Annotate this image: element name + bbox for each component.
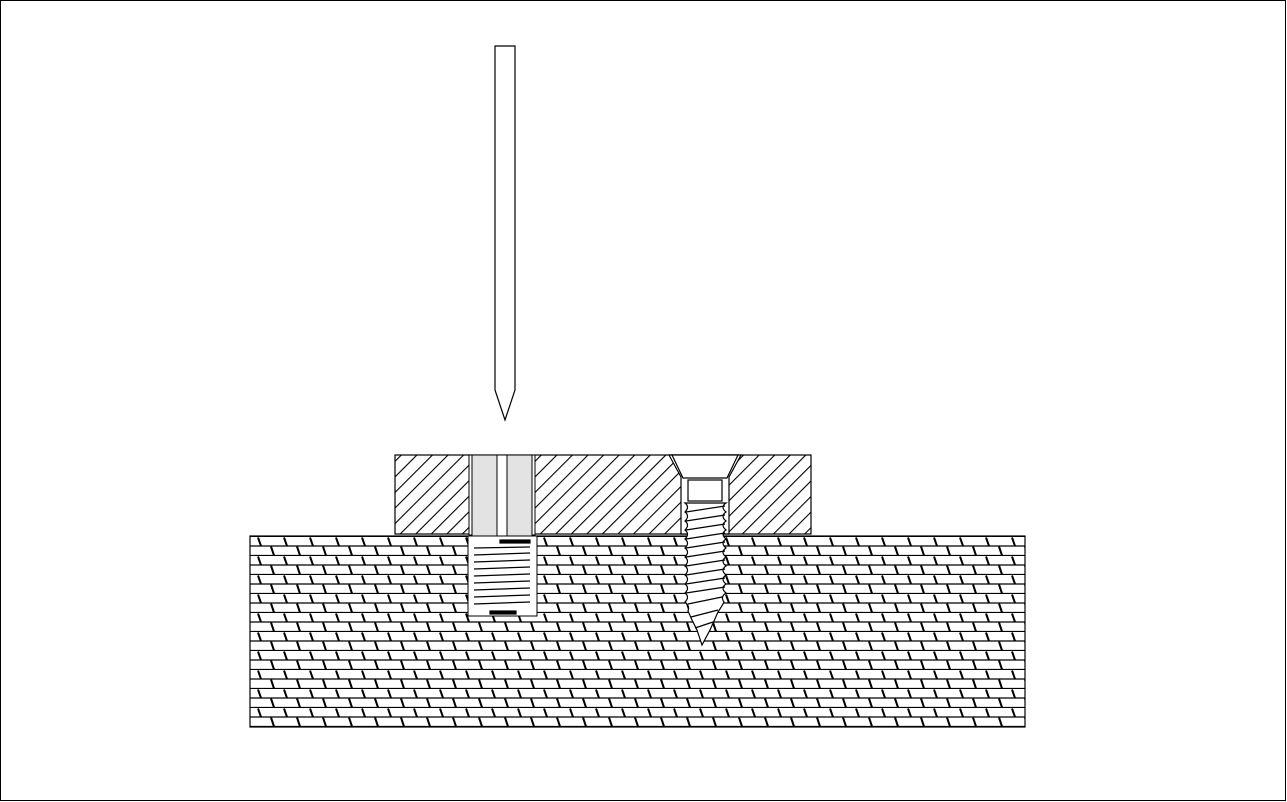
masonry-base: [249, 535, 1026, 728]
countersunk-screw: [667, 454, 743, 647]
nail: [494, 45, 516, 422]
threaded-insert: [467, 454, 538, 617]
wood-plate: [394, 454, 812, 535]
